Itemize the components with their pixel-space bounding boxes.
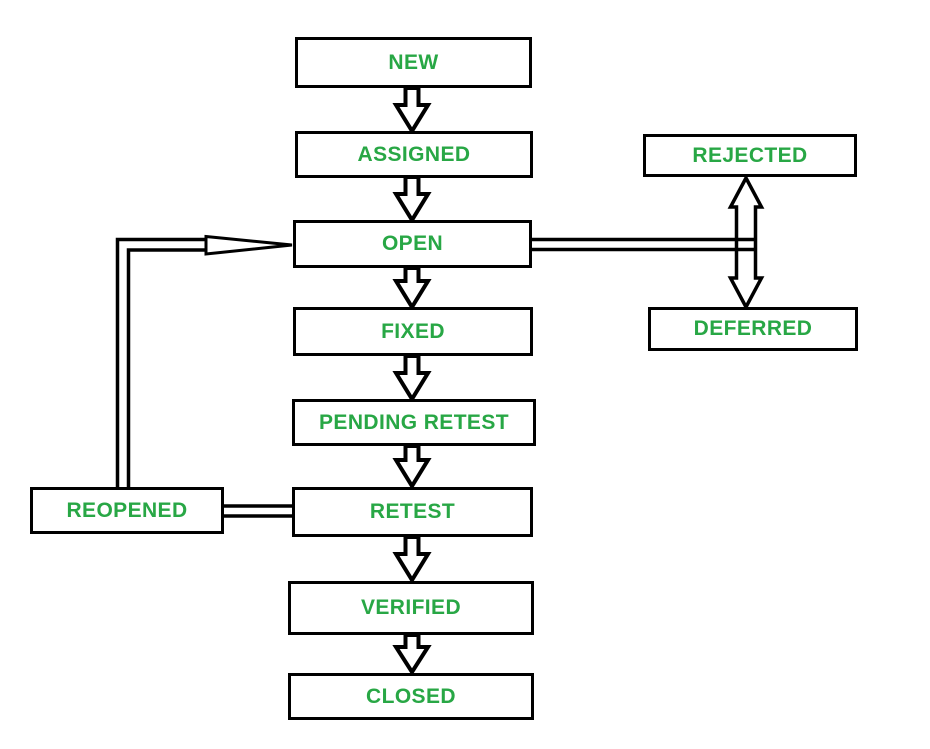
node-deferred: DEFERRED	[648, 307, 858, 351]
node-new-label: NEW	[388, 50, 439, 74]
arrow-verified-to-closed	[392, 633, 432, 676]
node-closed: CLOSED	[288, 673, 534, 720]
node-rejected: REJECTED	[643, 134, 857, 177]
arrow-retest-to-verified	[392, 535, 432, 584]
connector-open-to-rejected-deferred	[531, 237, 757, 252]
connector-reopened-to-open	[115, 237, 211, 487]
node-closed-label: CLOSED	[366, 684, 456, 708]
node-rejected-label: REJECTED	[692, 143, 808, 167]
node-verified-label: VERIFIED	[360, 596, 462, 619]
node-fixed: FIXED	[293, 307, 533, 356]
arrow-assigned-to-open	[392, 175, 432, 224]
node-assigned: ASSIGNED	[295, 131, 533, 178]
arrow-pending-retest-to-retest	[392, 444, 432, 490]
node-pending-retest-label: PENDING RETEST	[319, 410, 509, 434]
node-retest: RETEST	[292, 487, 533, 537]
node-verified: VERIFIED	[288, 581, 534, 635]
node-new: NEW	[295, 37, 532, 88]
node-assigned-label: ASSIGNED	[357, 142, 471, 166]
node-reopened-label: REOPENED	[66, 498, 188, 522]
node-reopened: REOPENED	[30, 487, 224, 534]
node-open: OPEN	[293, 220, 532, 268]
node-deferred-label: DEFERRED	[693, 317, 813, 340]
arrow-fixed-to-pending-retest	[392, 354, 432, 403]
arrow-open-to-fixed	[392, 266, 432, 311]
arrow-rejected-deferred-bidirectional	[727, 174, 765, 311]
connector-reopened-to-retest	[221, 504, 293, 518]
node-pending-retest: PENDING RETEST	[292, 399, 536, 446]
arrow-new-to-assigned	[392, 86, 432, 135]
node-open-label: OPEN	[381, 232, 444, 255]
node-retest-label: RETEST	[369, 500, 456, 523]
arrowhead-reopened-to-open	[204, 234, 293, 256]
node-fixed-label: FIXED	[381, 319, 445, 343]
